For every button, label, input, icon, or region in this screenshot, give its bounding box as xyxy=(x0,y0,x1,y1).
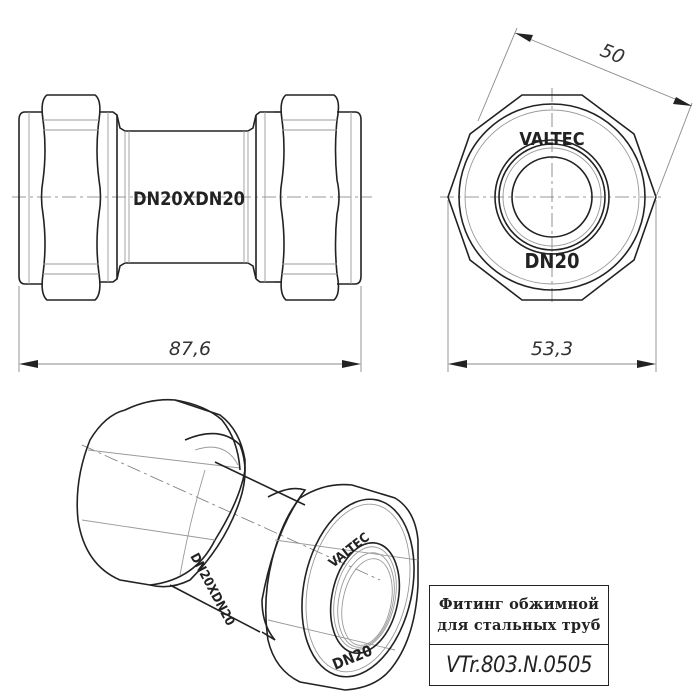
title-block: Фитинг обжимной для стальных труб VTr.80… xyxy=(429,585,609,686)
end-view: VALTEC DN20 50 53,3 xyxy=(440,27,693,372)
title-line-1: Фитинг обжимной xyxy=(438,596,600,613)
front-marking: DN20XDN20 xyxy=(133,188,245,210)
size-marking: DN20 xyxy=(524,249,579,273)
drawing-code: VTr.803.N.0505 xyxy=(445,652,592,678)
iso-brand-marking: VALTEC xyxy=(326,530,372,571)
hex-dimension: 50 xyxy=(597,39,628,68)
title-block-description: Фитинг обжимной для стальных труб xyxy=(430,586,608,645)
iso-size-marking: DN20 xyxy=(330,642,375,674)
front-view: DN20XDN20 87,6 xyxy=(12,94,372,372)
iso-body-marking: DN20XDN20 xyxy=(186,551,237,629)
brand-marking: VALTEC xyxy=(519,129,584,150)
width-dimension: 53,3 xyxy=(531,338,573,360)
length-dimension: 87,6 xyxy=(169,338,211,360)
isometric-view: DN20XDN20 VALTEC DN20 xyxy=(76,398,419,691)
title-line-2: для стальных труб xyxy=(437,617,601,634)
